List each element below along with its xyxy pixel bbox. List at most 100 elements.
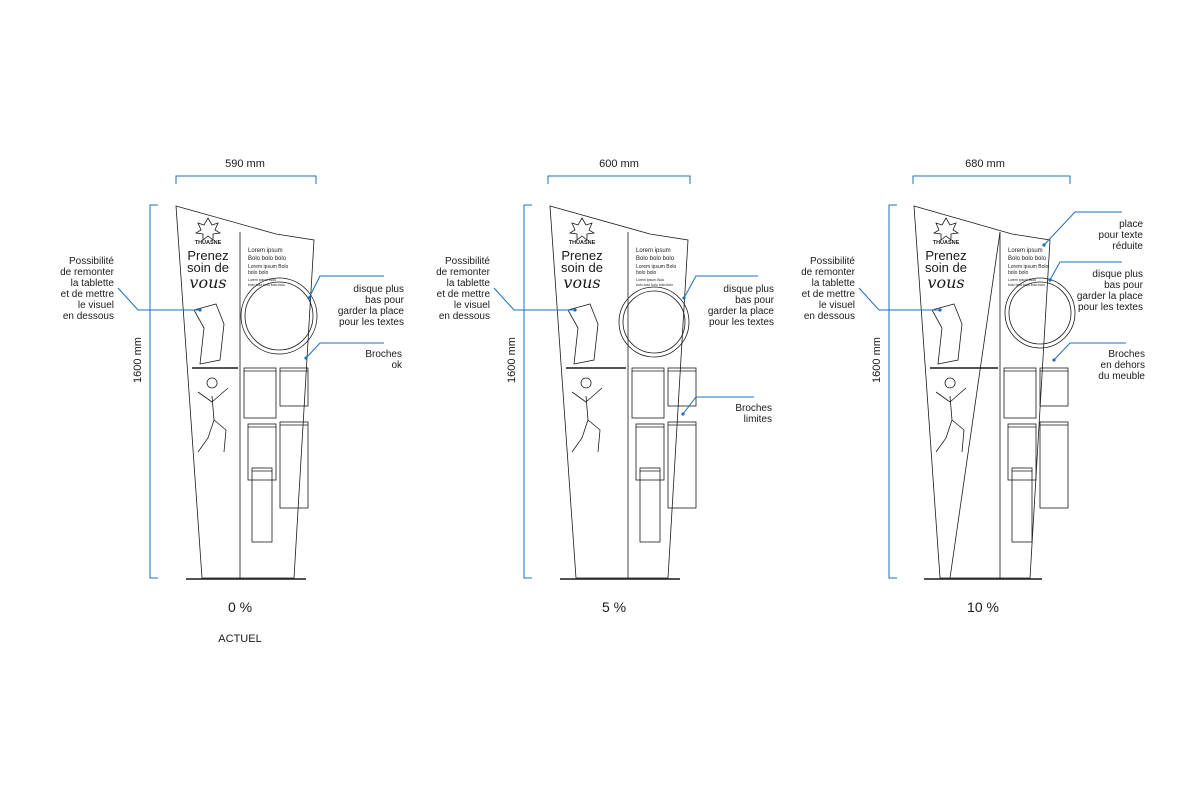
lorem-text-line: bolo bolo <box>636 270 657 276</box>
brand-leaf-icon <box>568 217 596 241</box>
annotation-leader-dot <box>1048 278 1052 282</box>
percent-label: 10 % <box>967 599 999 615</box>
slogan-line-2: soin de <box>187 260 229 275</box>
height-dimension-label: 1600 mm <box>506 337 518 383</box>
brand-name: THUASNE <box>933 240 960 246</box>
annotation-text-line: place <box>1119 219 1143 230</box>
slogan-line-1: Prenez <box>561 248 602 263</box>
runner-silhouette <box>197 377 229 453</box>
lorem-text-line: Bolo bolo bolo <box>636 256 675 262</box>
annotation-leader-line <box>308 275 384 299</box>
product-bracket <box>635 423 665 481</box>
lorem-text-line: bolo bolo bolo bolo bolo <box>636 283 673 287</box>
slogan-line-2: soin de <box>925 260 967 275</box>
panel-divider-slanted <box>949 231 1001 579</box>
width-dimension-line <box>912 175 1071 184</box>
annotation-text-line: Broches <box>735 403 772 414</box>
slogan-line-1: Prenez <box>925 248 966 263</box>
cabinet-outline <box>913 205 1051 579</box>
annotation-text-line: ok <box>391 360 403 371</box>
annotation-text-line: garder la place <box>338 306 405 317</box>
display-disc-inner <box>244 281 314 351</box>
percent-label: 0 % <box>228 599 252 615</box>
slogan-line-3: vous <box>563 273 600 292</box>
slogan-line-1: Prenez <box>187 248 228 263</box>
annotation-text-line: Broches <box>365 349 402 360</box>
annotation-text-line: réduite <box>1112 241 1143 252</box>
annotation-text-line: le visuel <box>78 300 114 311</box>
annotation-text-line: Broches <box>1108 349 1145 360</box>
height-dimension-line <box>523 204 532 579</box>
annotation-leader-dot <box>307 296 311 300</box>
lorem-text-line: Lorem ipsum <box>1008 248 1043 254</box>
annotation-leader-dot <box>304 356 308 360</box>
annotation-text-line: le visuel <box>454 300 490 311</box>
annotation-leader-line <box>683 275 758 299</box>
annotation-text-line: la tablette <box>447 278 491 289</box>
lorem-text-line: Bolo bolo bolo <box>248 256 287 262</box>
annotation-text-line: et de mettre <box>61 289 115 300</box>
annotation-text-line: garder la place <box>708 306 775 317</box>
brand-name: THUASNE <box>569 240 596 246</box>
tablet-visual <box>567 303 599 365</box>
height-dimension-label: 1600 mm <box>871 337 883 383</box>
annotation-text-line: bas pour <box>365 295 405 306</box>
annotation-text-line: Possibilité <box>810 256 855 267</box>
product-bracket <box>1007 423 1037 481</box>
percent-label: 5 % <box>602 599 626 615</box>
slogan-line-2: soin de <box>561 260 603 275</box>
lorem-text-line: Lorem ipsum Bolo <box>248 264 289 270</box>
display-disc-inner <box>622 290 686 354</box>
product-bracket <box>631 367 665 419</box>
brand-name: THUASNE <box>195 240 222 246</box>
product-bracket <box>1039 421 1069 509</box>
product-bracket <box>279 367 309 407</box>
tablet-visual <box>931 303 963 365</box>
annotation-text-line: bas pour <box>1104 280 1144 291</box>
width-dimension-line <box>175 175 317 184</box>
width-dimension-label: 680 mm <box>965 158 1005 170</box>
width-dimension-line <box>547 175 691 184</box>
annotation-text-line: disque plus <box>1092 269 1143 280</box>
brand-leaf-icon <box>932 217 960 241</box>
slogan-line-3: vous <box>189 273 226 292</box>
annotation-text-line: de remonter <box>436 267 491 278</box>
display-disc <box>240 277 318 355</box>
status-label: ACTUEL <box>218 633 261 645</box>
display-disc <box>1004 277 1076 349</box>
product-bracket <box>251 467 273 543</box>
height-dimension-label: 1600 mm <box>132 337 144 383</box>
annotation-text-line: et de mettre <box>802 289 856 300</box>
annotation-text-line: en dessous <box>439 311 490 322</box>
product-bracket <box>1039 367 1069 407</box>
height-dimension-line <box>888 204 897 579</box>
slogan-line-3: vous <box>927 273 964 292</box>
annotation-text-line: pour les textes <box>1078 302 1143 313</box>
lorem-text-line: bolo bolo bolo bolo bolo <box>248 283 285 287</box>
lorem-text-line: Lorem ipsum Bolo <box>1008 278 1036 282</box>
annotation-text-line: de remonter <box>801 267 856 278</box>
brand-leaf-icon <box>194 217 222 241</box>
annotation-leader-line <box>1049 261 1122 281</box>
annotation-leader-line <box>1043 211 1122 246</box>
annotation-text-line: pour les textes <box>709 317 774 328</box>
product-bracket <box>247 423 277 481</box>
annotation-text-line: bas pour <box>735 295 775 306</box>
annotation-leader-dot <box>938 308 942 312</box>
annotation-text-line: du meuble <box>1098 371 1145 382</box>
annotation-leader-dot <box>681 412 685 416</box>
annotation-leader-dot <box>1052 358 1056 362</box>
annotation-leader-line <box>493 287 575 311</box>
width-dimension-label: 600 mm <box>599 158 639 170</box>
lorem-text-line: Lorem ipsum <box>248 248 283 254</box>
